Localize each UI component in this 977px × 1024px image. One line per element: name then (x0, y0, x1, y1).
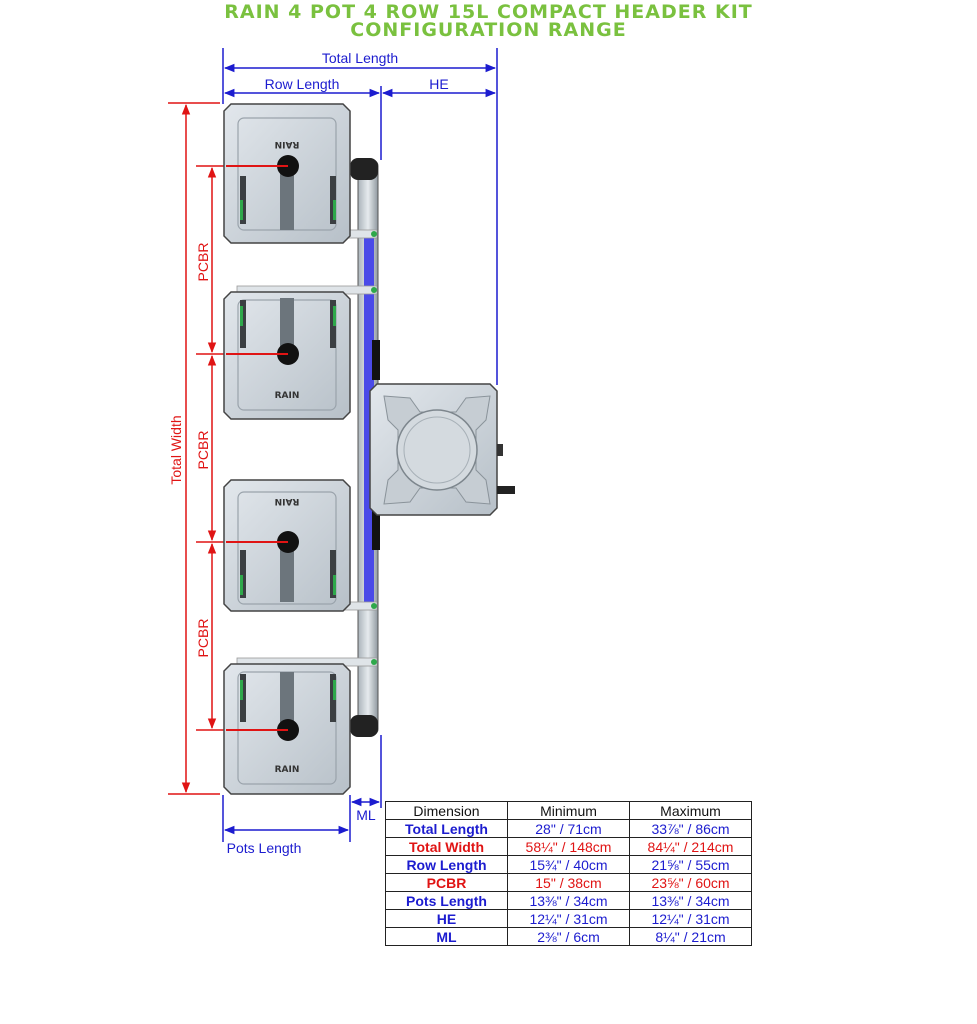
ml-label: ML (356, 807, 376, 823)
pcbr-label-2: PCBR (195, 431, 211, 470)
table-cell-min: 15¾" / 40cm (507, 855, 630, 874)
total-length-label: Total Length (322, 50, 398, 66)
title-line-1: RAIN 4 POT 4 ROW 15L COMPACT HEADER KIT (224, 1, 753, 23)
table-header-minimum: Minimum (507, 801, 630, 820)
table-row: Row Length 15¾" / 40cm 21⅝" / 55cm (385, 855, 752, 874)
pot-4-brand: RAIN (275, 765, 300, 775)
table-header-maximum: Maximum (629, 801, 752, 820)
ml-dimension: ML (349, 735, 382, 842)
table-cell-dimension: PCBR (385, 873, 508, 892)
table-cell-dimension: Total Width (385, 837, 508, 856)
dimension-table: Dimension Minimum Maximum Total Length 2… (385, 801, 752, 946)
title-line-2: CONFIGURATION RANGE (350, 19, 627, 41)
pcbr-label-3: PCBR (195, 619, 211, 658)
table-cell-min: 13⅜" / 34cm (507, 891, 630, 910)
table-row: Total Width 58¼" / 148cm 84¼" / 214cm (385, 837, 752, 856)
pot-1: RAIN (223, 103, 351, 244)
table-cell-max: 21⅝" / 55cm (629, 855, 752, 874)
table-cell-max: 84¼" / 214cm (629, 837, 752, 856)
pcbr-dimensions: PCBR PCBR PCBR (195, 165, 290, 731)
he-dimension: HE (381, 76, 497, 98)
total-width-dimension: Total Width (168, 102, 220, 795)
table-cell-min: 12¼" / 31cm (507, 909, 630, 928)
manifold-pipe (236, 158, 380, 737)
table-row: Pots Length 13⅜" / 34cm 13⅜" / 34cm (385, 891, 752, 910)
header-tank (369, 383, 515, 516)
table-cell-max: 12¼" / 31cm (629, 909, 752, 928)
table-cell-dimension: HE (385, 909, 508, 928)
table-header-row: Dimension Minimum Maximum (385, 801, 752, 820)
pots-length-dimension: Pots Length (222, 795, 350, 856)
pot-3-brand: RAIN (275, 496, 300, 506)
he-label: HE (429, 76, 448, 92)
pot-3: RAIN (223, 479, 351, 612)
total-length-dimension: Total Length (222, 48, 498, 385)
table-cell-min: 2⅜" / 6cm (507, 927, 630, 946)
table-cell-min: 15" / 38cm (507, 873, 630, 892)
table-cell-dimension: ML (385, 927, 508, 946)
table-cell-dimension: Row Length (385, 855, 508, 874)
row-length-dimension: Row Length (223, 76, 382, 160)
table-cell-dimension: Pots Length (385, 891, 508, 910)
pcbr-label-1: PCBR (195, 243, 211, 282)
table-cell-max: 33⅞" / 86cm (629, 819, 752, 838)
table-row: ML 2⅜" / 6cm 8¼" / 21cm (385, 927, 752, 946)
pot-2-brand: RAIN (275, 391, 300, 401)
table-row: HE 12¼" / 31cm 12¼" / 31cm (385, 909, 752, 928)
table-cell-dimension: Total Length (385, 819, 508, 838)
table-row: PCBR 15" / 38cm 23⅝" / 60cm (385, 873, 752, 892)
table-cell-min: 58¼" / 148cm (507, 837, 630, 856)
pot-1-brand: RAIN (275, 139, 300, 149)
table-header-dimension: Dimension (385, 801, 508, 820)
pots-length-label: Pots Length (227, 840, 302, 856)
table-cell-max: 8¼" / 21cm (629, 927, 752, 946)
pot-2: RAIN (223, 291, 351, 420)
table-cell-max: 23⅝" / 60cm (629, 873, 752, 892)
row-length-label: Row Length (265, 76, 340, 92)
table-cell-min: 28" / 71cm (507, 819, 630, 838)
pot-4: RAIN (223, 663, 351, 795)
table-row: Total Length 28" / 71cm 33⅞" / 86cm (385, 819, 752, 838)
total-width-label: Total Width (168, 415, 184, 484)
table-cell-max: 13⅜" / 34cm (629, 891, 752, 910)
